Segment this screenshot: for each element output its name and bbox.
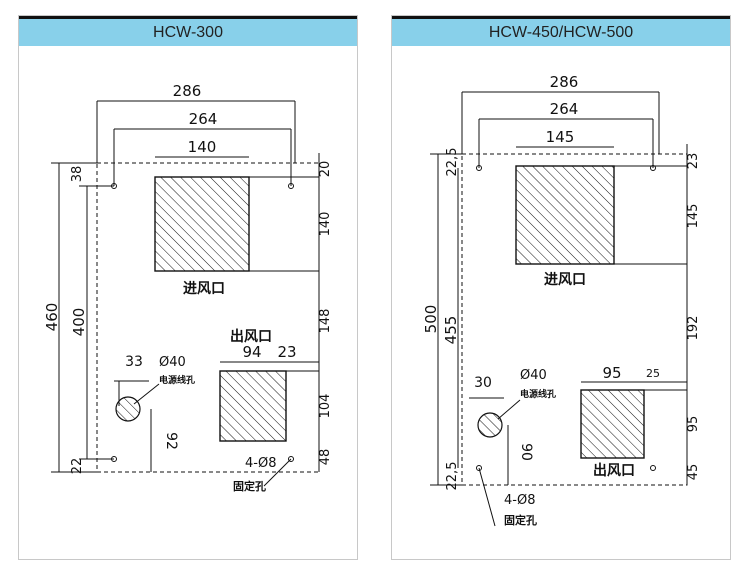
dim-bottom-margin-label: 22 (70, 458, 85, 475)
fix-holes-caption: 固定孔 (233, 479, 266, 493)
dim-hole-width: 264 (478, 100, 654, 168)
air-inlet (515, 165, 615, 265)
dim-bottom-margin-label: 22,5 (445, 462, 460, 491)
dim-right-outlet-label: 95 (686, 416, 701, 433)
fix-holes-label: 4-Ø8 (245, 456, 276, 471)
fix-holes-caption: 固定孔 (504, 513, 537, 527)
inlet-label: 进风口 (544, 272, 586, 288)
dim-right-bottom-label: 45 (686, 464, 701, 481)
dim-top-margin-label: 22,5 (445, 148, 460, 177)
outlet-label: 出风口 (230, 328, 272, 345)
fixing-hole (288, 456, 294, 462)
dim-right-inlet-label: 145 (686, 204, 701, 229)
panel-hcw-450-500: HCW-450/HCW-500 286 264 145 进风口 9 (391, 15, 731, 560)
dim-outlet-width-label: 95 (602, 364, 621, 382)
dim-right-inlet-label: 140 (318, 212, 333, 237)
cable-hole (477, 412, 503, 438)
dim-outer-width: 286 (461, 73, 660, 154)
fixing-hole (650, 165, 656, 171)
panel-title: HCW-450/HCW-500 (392, 16, 730, 46)
cabinet-outline (461, 153, 688, 486)
dim-right-bottom-label: 48 (318, 449, 333, 466)
dim-total-height-label: 460 (43, 303, 61, 332)
cable-diameter-label: Ø40 (159, 355, 186, 370)
cable-hole (115, 396, 141, 422)
dim-cable-height-label: 92 (163, 432, 179, 450)
panel-title: HCW-300 (19, 16, 357, 46)
dim-inlet-width-label: 145 (546, 128, 575, 146)
dim-right-mid-label: 192 (686, 316, 701, 341)
cable-hole-label: 电源线孔 (159, 374, 195, 386)
dim-cable-height-label: 90 (518, 443, 534, 461)
hcw-450-500-drawing: 286 264 145 进风口 95 25 出风口 30 Ø40 电源线孔 90 (422, 73, 701, 527)
dim-cable-offset-label: 30 (474, 375, 492, 391)
fixing-hole (650, 465, 656, 471)
air-inlet (154, 176, 250, 272)
dim-hole-width-label: 264 (550, 100, 579, 118)
fixing-hole (476, 465, 482, 471)
dim-outer-width-label: 286 (173, 82, 202, 100)
panel-hcw-300: HCW-300 286 264 140 (18, 15, 358, 560)
air-outlet (580, 389, 645, 459)
dim-right-top-label: 23 (686, 153, 701, 170)
cable-hole-label: 电源线孔 (520, 388, 556, 400)
dim-top-margin-label: 38 (70, 166, 85, 183)
dim-hole-width-label: 264 (189, 110, 218, 128)
air-outlet (219, 370, 287, 442)
dim-outlet-gap-label: 25 (646, 367, 660, 380)
dim-right-top-label: 20 (318, 161, 333, 178)
fixing-hole (288, 183, 294, 189)
dim-inlet-width: 140 (155, 138, 249, 158)
dim-hole-height-label: 455 (442, 316, 460, 345)
hcw-300-drawing: 286 264 140 进风口 出风口 94 23 (43, 82, 333, 493)
inlet-label: 进风口 (183, 281, 225, 297)
dim-outer-width: 286 (96, 82, 296, 163)
dim-outlet-width-label: 94 (242, 343, 261, 361)
dim-inlet-width-label: 140 (188, 138, 217, 156)
fix-holes-label: 4-Ø8 (504, 493, 535, 508)
cable-diameter-label: Ø40 (520, 368, 547, 383)
fixing-hole (476, 165, 482, 171)
dim-right-outlet-label: 104 (318, 394, 333, 419)
dim-outer-width-label: 286 (550, 73, 579, 91)
dim-right-mid-label: 148 (318, 309, 333, 334)
outlet-label: 出风口 (593, 462, 635, 479)
dim-total-height-label: 500 (422, 305, 440, 334)
dim-outlet-gap-label: 23 (277, 343, 296, 361)
dim-cable-offset-label: 33 (125, 354, 143, 370)
dim-hole-height-label: 400 (70, 308, 88, 337)
